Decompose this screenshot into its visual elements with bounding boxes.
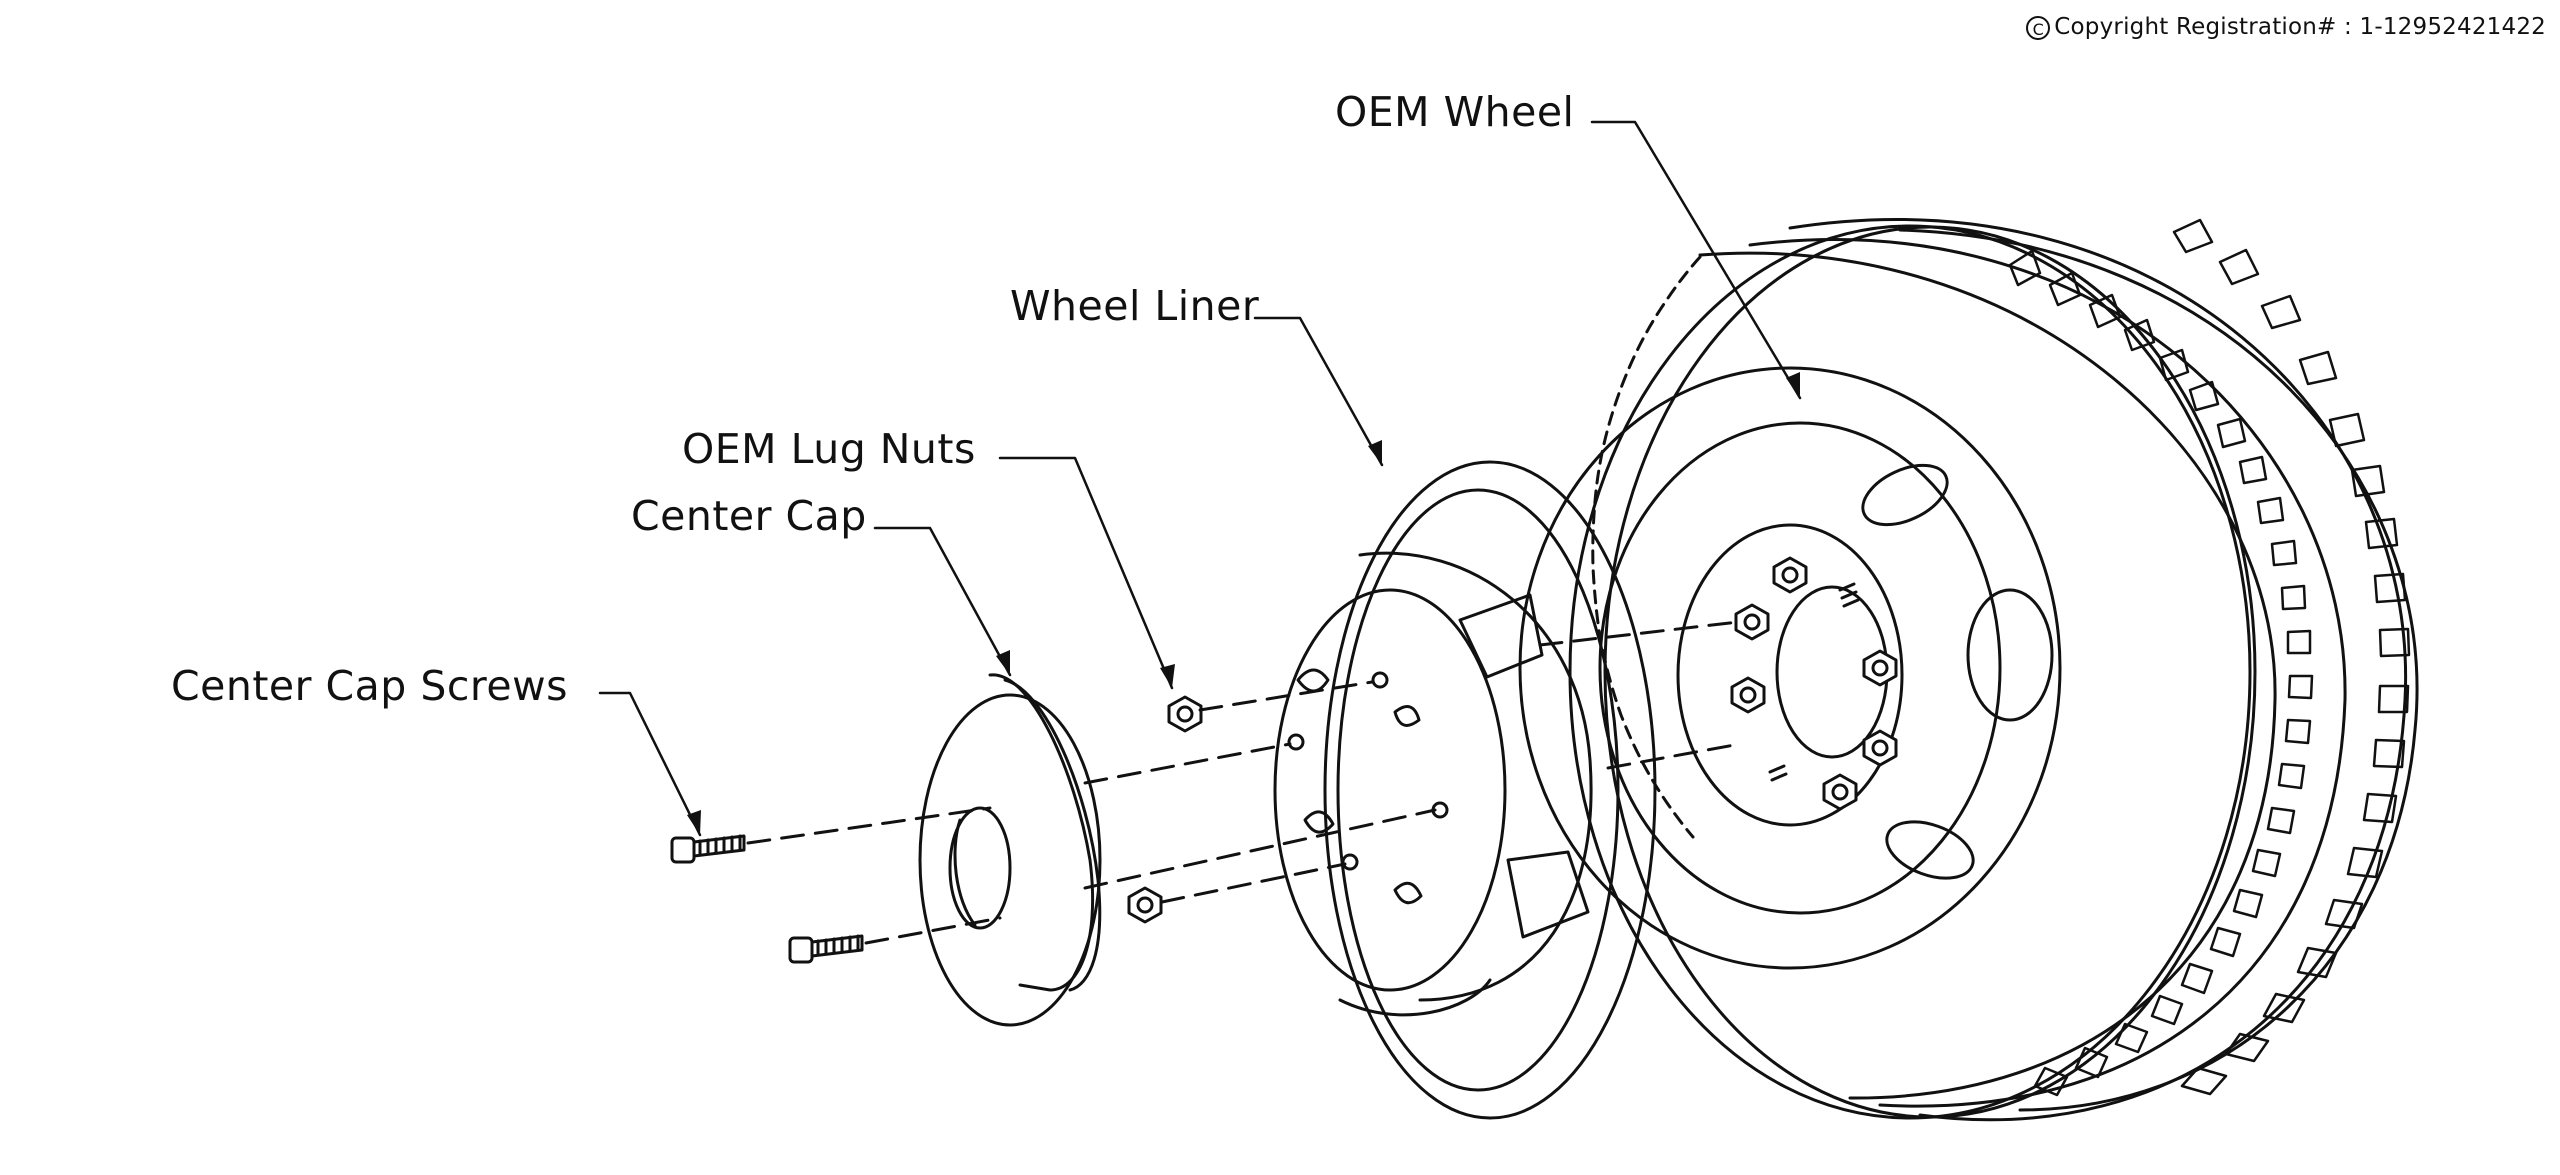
- copyright-text: Copyright Registration# : 1-12952421422: [2054, 14, 2546, 40]
- screw-icon: [670, 834, 864, 964]
- assembly-lines: [746, 620, 1742, 945]
- tire-icon: [1568, 218, 2419, 1122]
- label-wheel-liner: Wheel Liner: [1010, 282, 1260, 330]
- copyright-symbol-icon: C: [2026, 15, 2051, 40]
- leader-arrowheads: [687, 372, 1800, 835]
- lug-nut-icon: [1127, 695, 1203, 924]
- wheel-liner-icon: [1273, 460, 1657, 1120]
- center-cap-icon: [918, 673, 1102, 1027]
- label-center-cap-screws: Center Cap Screws: [171, 662, 568, 710]
- wheel-lug-nuts: [1730, 556, 1898, 811]
- leader-lines: [598, 120, 1802, 837]
- label-oem-wheel: OEM Wheel: [1335, 88, 1575, 136]
- label-center-cap: Center Cap: [631, 492, 867, 540]
- label-oem-lug-nuts: OEM Lug Nuts: [682, 425, 976, 473]
- wheel-icon: [1518, 366, 2062, 970]
